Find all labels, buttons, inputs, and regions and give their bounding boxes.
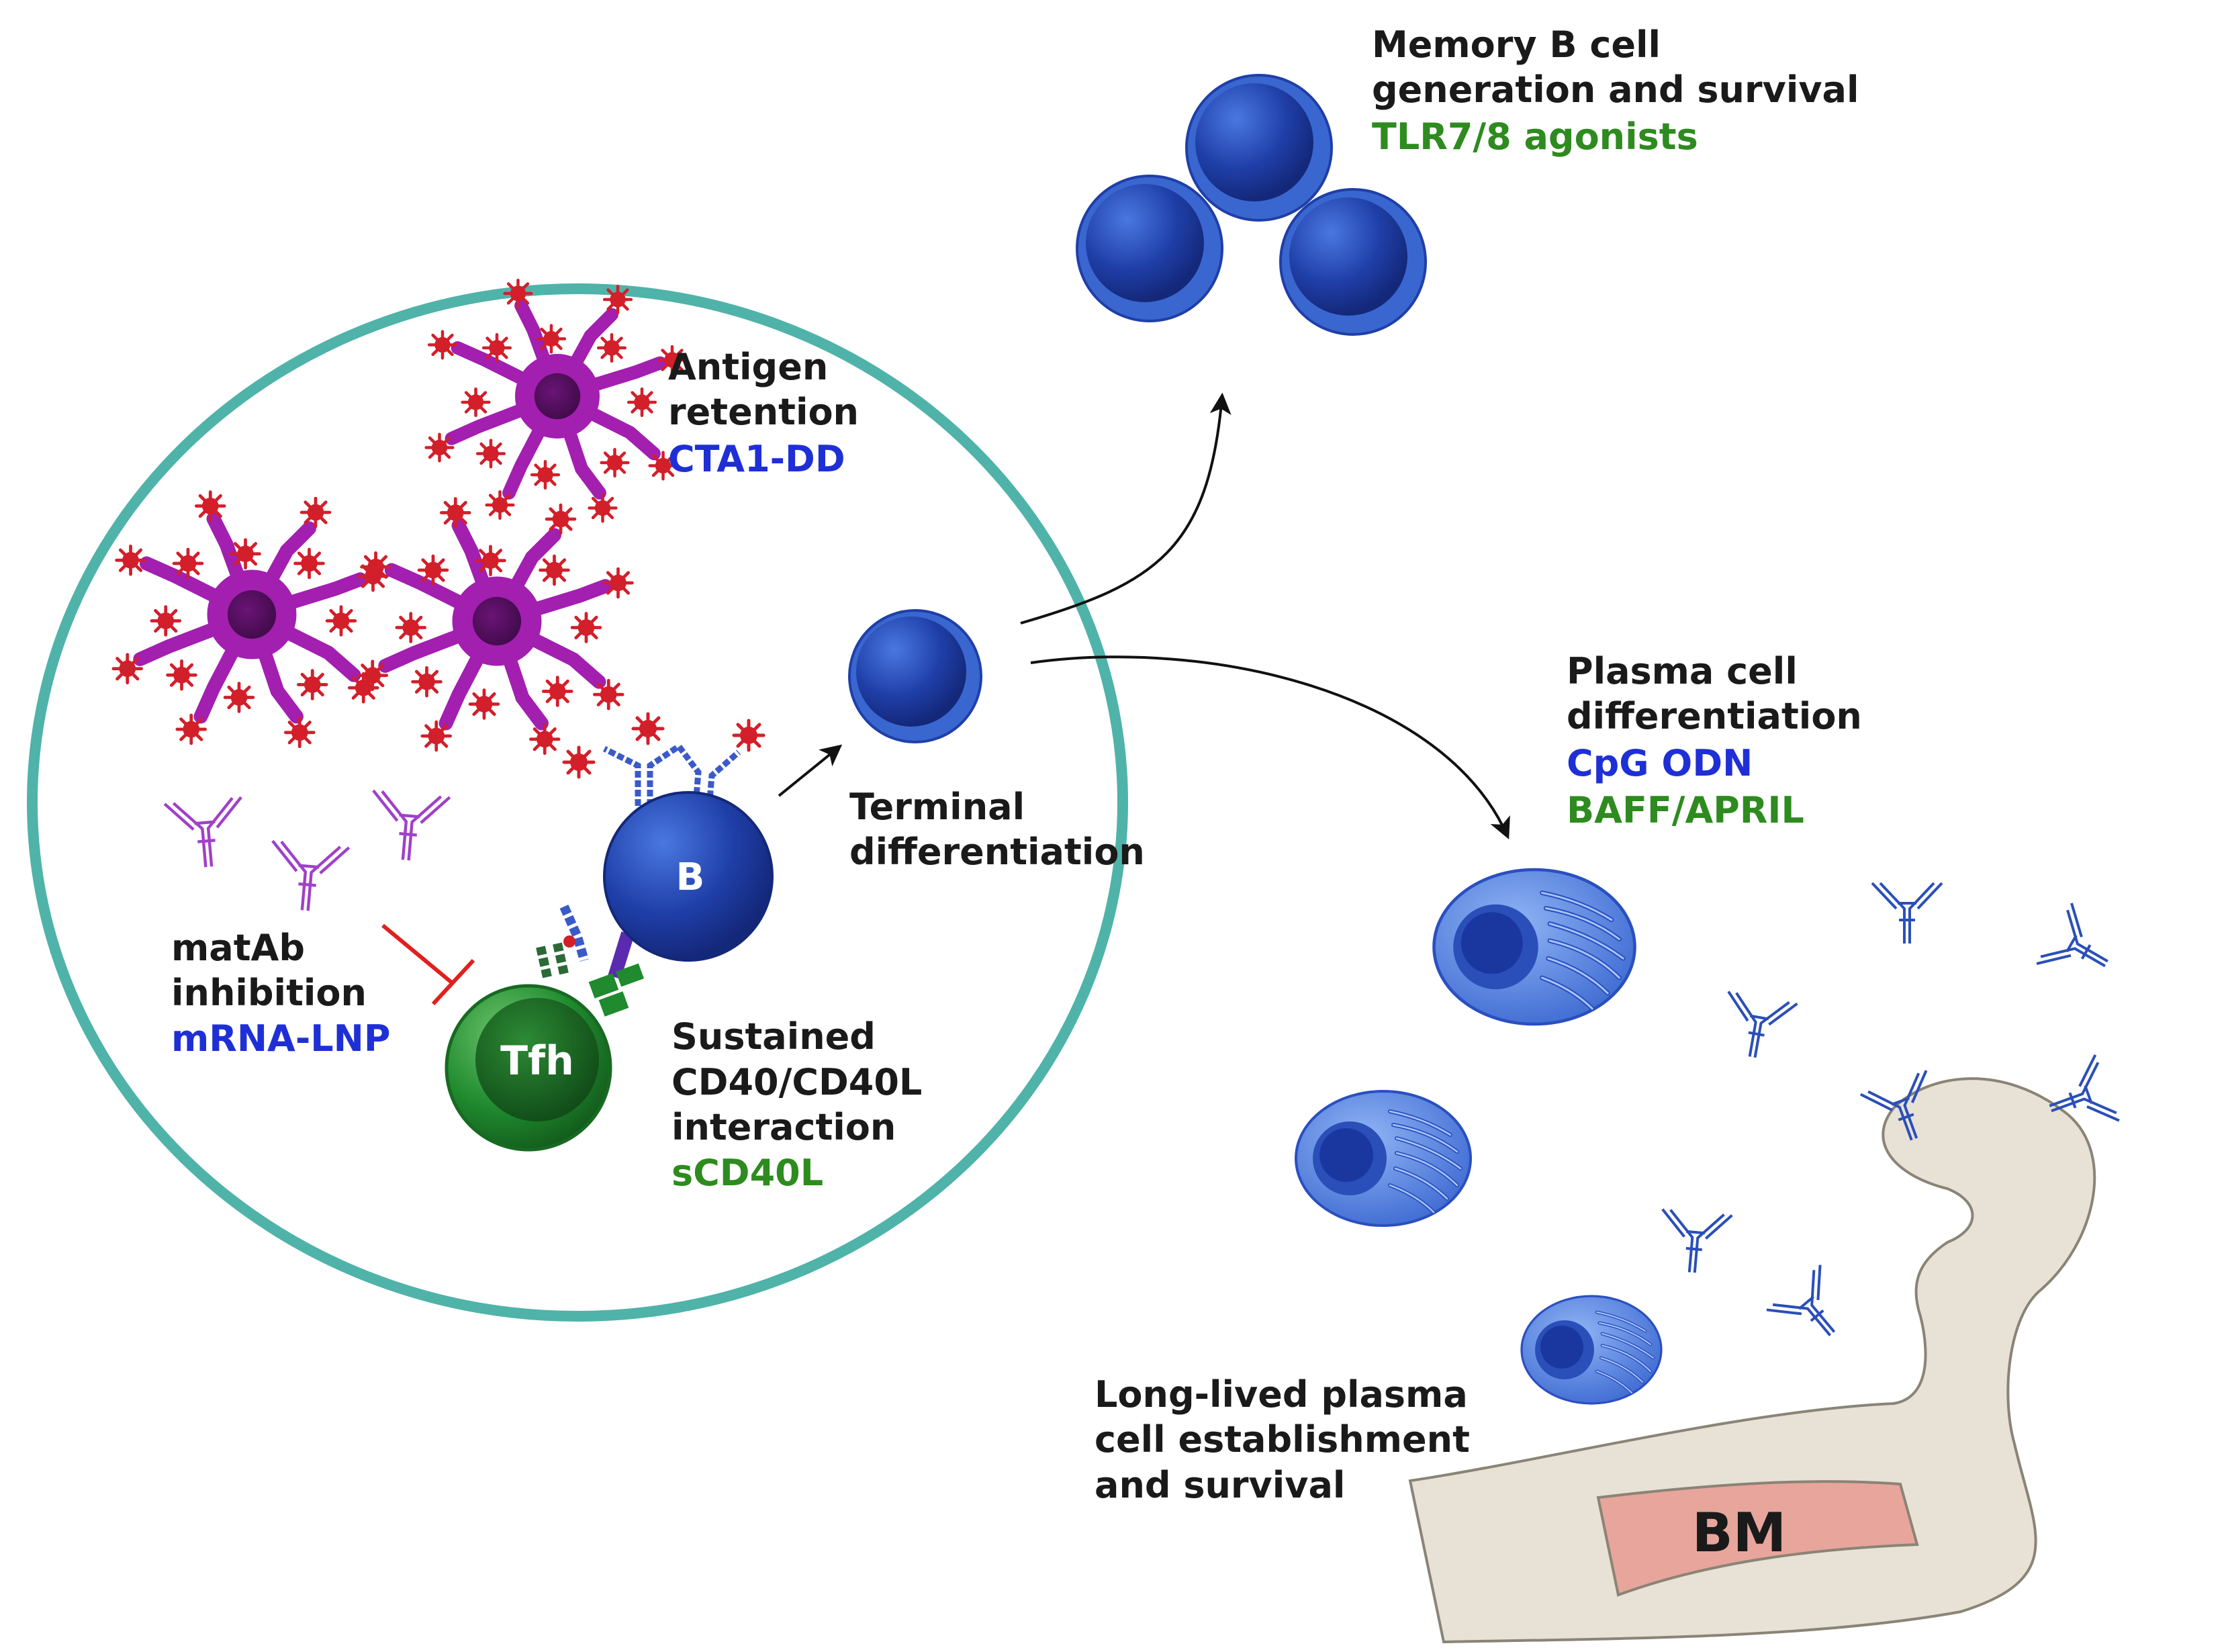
memory-title-line2: generation and survival [1372, 68, 1859, 111]
antibody-icon [165, 797, 247, 870]
arrow-icon [778, 744, 843, 797]
arrow-icon [1030, 655, 1510, 839]
antibody-icon [1716, 990, 1799, 1065]
memory-b-cell-icon [1185, 74, 1333, 222]
antigen-icon [564, 747, 594, 777]
matab-line2: inhibition [171, 972, 367, 1014]
bone-marrow-label: BM [1692, 1502, 1787, 1564]
memory-intervention: TLR7/8 agonists [1372, 116, 1698, 158]
antigen-retention-intervention: CTA1-DD [668, 438, 845, 480]
antigen-icon [734, 721, 763, 750]
llpc-line2: cell establishment [1095, 1418, 1470, 1461]
bone-marrow-region [1596, 1480, 1919, 1597]
plasma-cell-icon [1434, 870, 1635, 1024]
memory-title-line1: Memory B cell [1372, 24, 1661, 66]
plasma-diff-intervention2: BAFF/APRIL [1567, 789, 1804, 831]
plasma-diff-line1: Plasma cell [1567, 650, 1798, 692]
plasma-cell-icon [1522, 1296, 1661, 1404]
terminal-line2: differentiation [849, 831, 1145, 873]
matab-line1: matAb [171, 927, 305, 969]
arrow-icon [1020, 392, 1232, 625]
plasma-diff-line2: differentiation [1567, 695, 1862, 737]
antibody-icon [267, 841, 349, 914]
memory-b-cell-icon [1076, 175, 1223, 322]
terminal-line1: Terminal [849, 786, 1025, 828]
antibody-icon [1871, 882, 1943, 945]
llpc-line3: and survival [1095, 1464, 1345, 1506]
b-cell-icon: B [603, 791, 774, 962]
bone-icon: BM [1408, 1077, 2096, 1644]
inhibition-icon [381, 923, 475, 1006]
cd40-cd40l-synapse-icon [536, 905, 645, 1017]
antigen-icon [633, 714, 663, 743]
llpc-line1: Long-lived plasma [1095, 1373, 1468, 1416]
cd40-intervention: sCD40L [671, 1152, 823, 1194]
antigen-retention-line1: Antigen [668, 346, 828, 388]
dendritic-cell-icon [359, 499, 633, 753]
cd40-line2: CD40/CD40L [671, 1061, 922, 1103]
dendritic-cell-icon [113, 492, 387, 747]
plasma-cell-icon [1296, 1091, 1471, 1226]
differentiating-b-cell-icon [848, 609, 982, 743]
tfh-cell-label: Tfh [500, 1038, 574, 1085]
memory-b-cell-icon [1279, 188, 1427, 336]
plasma-diff-intervention1: CpG ODN [1567, 742, 1753, 784]
cd40-line3: interaction [671, 1106, 896, 1148]
dendritic-cell-icon [426, 280, 686, 521]
antibody-icon [367, 790, 450, 864]
tfh-cell-icon: Tfh [445, 984, 612, 1152]
matab-intervention: mRNA-LNP [171, 1017, 390, 1060]
antigen-retention-line2: retention [668, 391, 859, 433]
b-cell-label: B [676, 856, 705, 899]
cd40-line1: Sustained [671, 1015, 876, 1058]
antibody-icon [1765, 1263, 1861, 1358]
antibody-icon [2035, 901, 2125, 996]
germinal-center-boundary [27, 283, 1128, 1322]
antibody-icon [1655, 1207, 1734, 1277]
